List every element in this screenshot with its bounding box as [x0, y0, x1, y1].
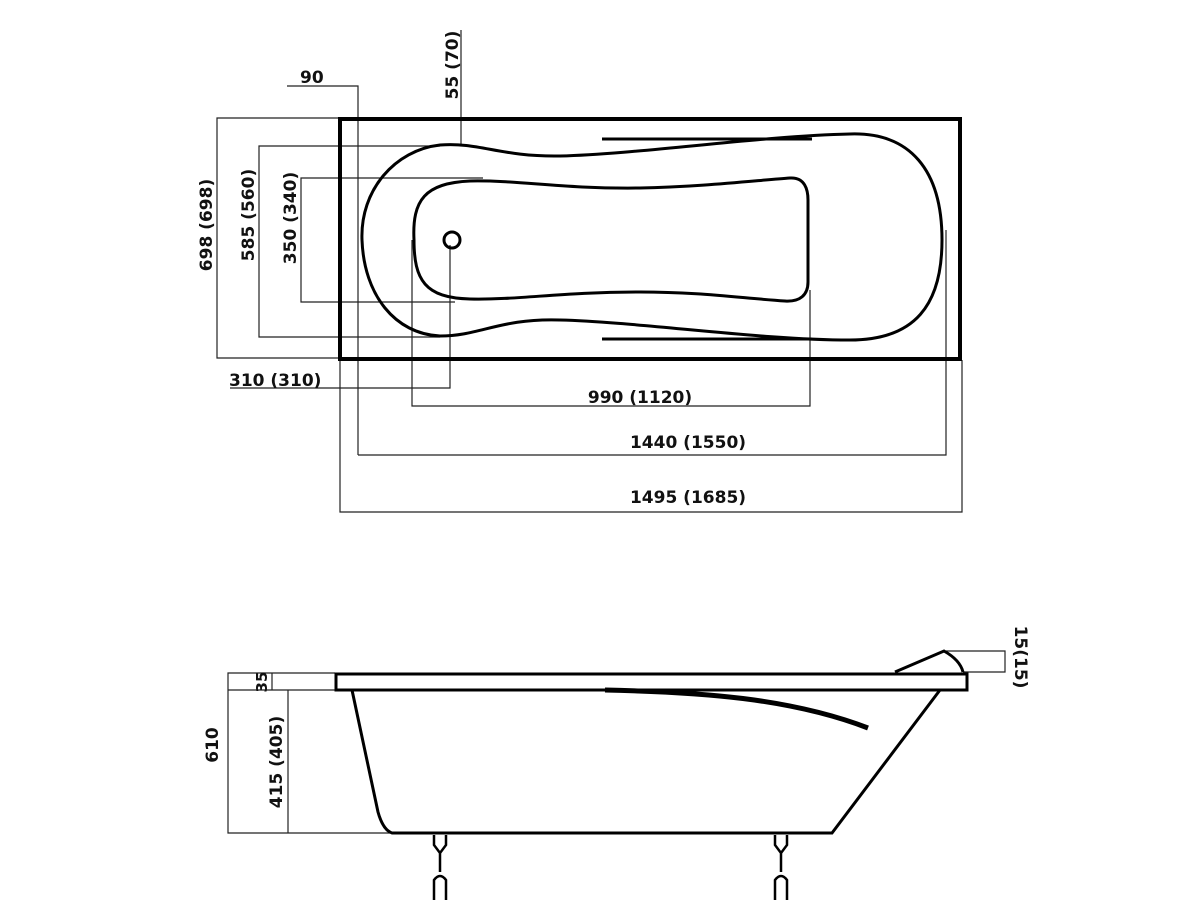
dim-line-bottom-length [411, 240, 811, 407]
leg-left [432, 835, 448, 900]
dim-line-headrest [946, 650, 1006, 673]
label-bottom-length: 990 (1120) [588, 388, 692, 408]
dim-line-inner-length [358, 230, 947, 456]
label-outer-width: 698 (698) [197, 179, 217, 271]
basin-rim-outline [360, 132, 944, 342]
label-inner-length: 1440 (1550) [630, 433, 746, 453]
dim-line-bottom-width [300, 177, 483, 303]
tub-body-side [350, 689, 942, 835]
label-headrest: 15(15) [1010, 626, 1030, 689]
dim-line-outer-length [339, 360, 963, 513]
basin-profile-curve [604, 687, 869, 731]
label-rim-thickness: 35 [253, 672, 271, 693]
label-depth: 415 (405) [267, 716, 287, 808]
top-view: 90 55 (70) 698 (698) 585 (560) 350 (340)… [197, 30, 963, 513]
label-rim-offset: 55 (70) [443, 31, 463, 100]
dim-line-drain-offset [230, 245, 451, 389]
headrest-icon [894, 649, 965, 674]
leg-right [773, 835, 789, 900]
side-view: 35 610 415 (405) 15(15) [203, 626, 1030, 900]
dim-line-inner-width [258, 145, 440, 338]
label-outer-length: 1495 (1685) [630, 488, 746, 508]
tub-rim-side [334, 672, 969, 692]
label-inner-width: 585 (560) [239, 169, 259, 261]
drain-icon [442, 230, 462, 250]
label-ledge: 90 [300, 68, 324, 88]
label-total-height: 610 [203, 727, 223, 763]
basin-bottom-outline [412, 176, 810, 303]
tub-outline-top [338, 117, 962, 361]
dim-line-total-height [227, 672, 390, 834]
label-bottom-width: 350 (340) [281, 172, 301, 264]
dim-line-outer-width [216, 117, 340, 359]
dim-line-ledge [287, 85, 359, 455]
label-drain-offset: 310 (310) [229, 371, 321, 391]
